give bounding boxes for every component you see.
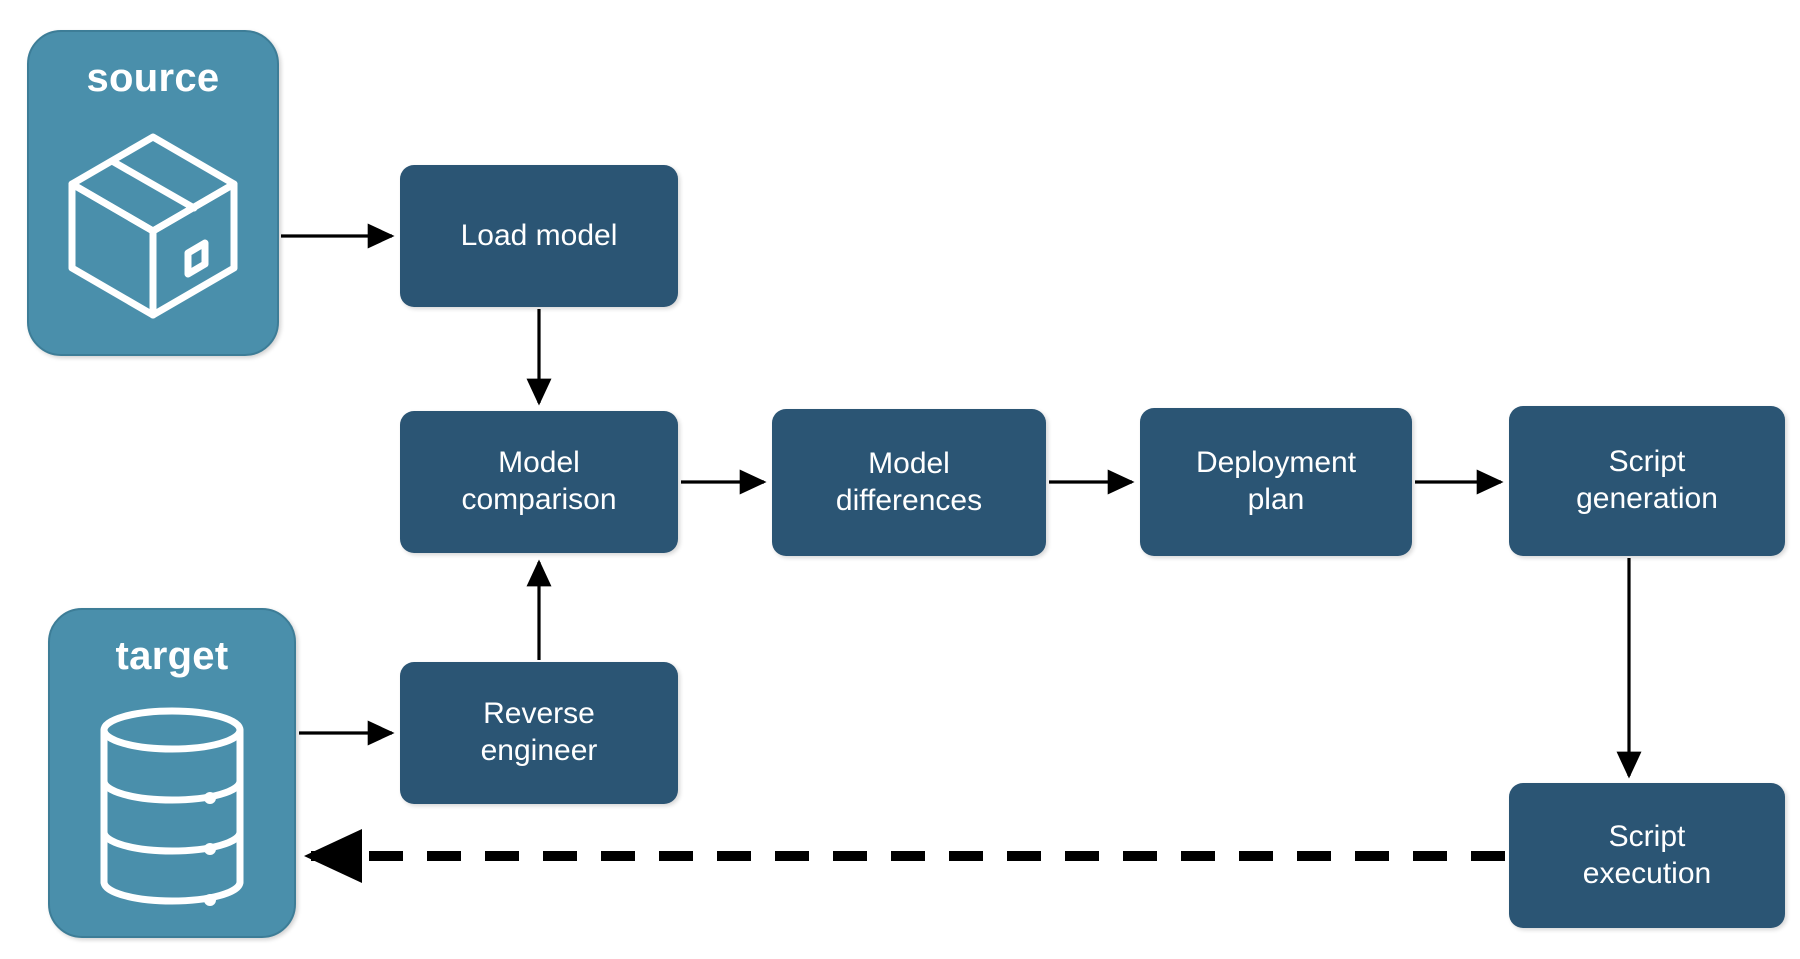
endpoint-source-label: source bbox=[86, 56, 220, 100]
package-box-icon bbox=[29, 98, 277, 354]
process-reverse-engineer-line-1: Reverse bbox=[483, 697, 595, 731]
endpoint-source[interactable]: source bbox=[27, 30, 279, 356]
process-script-generation-line-2: generation bbox=[1576, 482, 1718, 515]
process-script-generation[interactable]: Script generation bbox=[1509, 406, 1785, 556]
database-cylinder-icon bbox=[50, 676, 294, 936]
process-deployment-plan-line-1: Deployment bbox=[1195, 446, 1357, 480]
process-reverse-engineer[interactable]: Reverse engineer bbox=[400, 662, 678, 804]
process-model-differences[interactable]: Model differences bbox=[772, 409, 1046, 556]
endpoint-target[interactable]: target bbox=[48, 608, 296, 938]
process-model-differences-line-2: differences bbox=[835, 483, 983, 517]
process-deployment-plan[interactable]: Deployment plan bbox=[1140, 408, 1412, 556]
process-reverse-engineer-line-2: engineer bbox=[480, 734, 598, 767]
process-load-model-line-1: Load model bbox=[460, 218, 618, 252]
endpoint-target-label: target bbox=[115, 634, 229, 678]
process-load-model[interactable]: Load model bbox=[400, 165, 678, 307]
process-model-differences-line-1: Model bbox=[868, 446, 950, 480]
process-script-generation-line-1: Script bbox=[1608, 445, 1686, 479]
process-script-execution[interactable]: Script execution bbox=[1509, 783, 1785, 928]
process-model-comparison-line-2: comparison bbox=[461, 483, 617, 516]
process-script-execution-line-1: Script bbox=[1608, 819, 1686, 853]
process-model-comparison[interactable]: Model comparison bbox=[400, 411, 678, 553]
process-script-execution-line-2: execution bbox=[1582, 856, 1712, 890]
process-model-comparison-line-1: Model bbox=[498, 446, 580, 480]
process-deployment-plan-line-2: plan bbox=[1247, 483, 1305, 516]
